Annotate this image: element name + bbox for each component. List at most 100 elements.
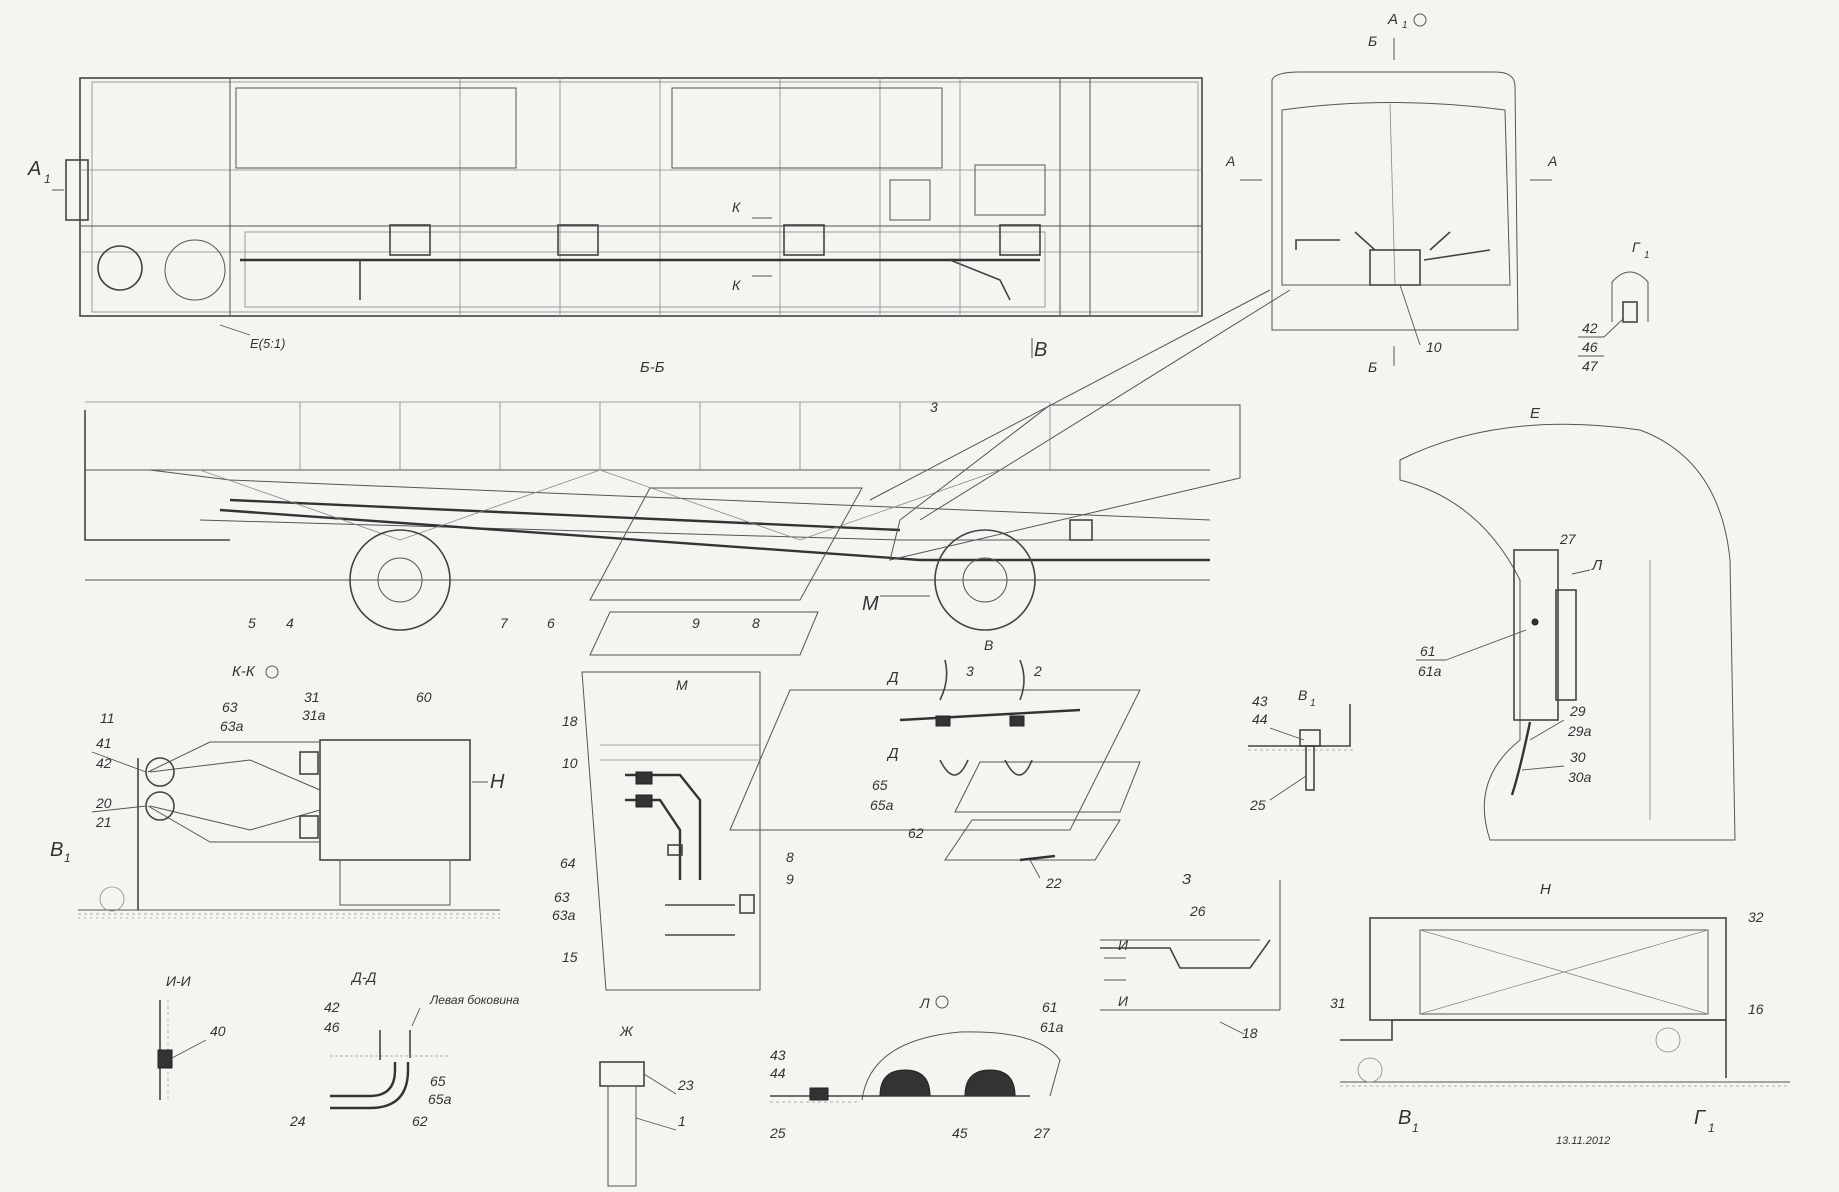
zh-label-1: 1 [678, 1113, 686, 1129]
front-label-10: 10 [1426, 339, 1442, 355]
section-bb-title: Б-Б [640, 359, 665, 376]
projection-lines [869, 289, 1291, 521]
section-ii: И-И 40 [157, 973, 226, 1100]
v1-label-25: 25 [1249, 797, 1266, 813]
l-label-61: 61 [1042, 999, 1058, 1015]
detail-m: М 18 10 64 63 63а 15 8 9 [552, 671, 794, 991]
l-label-27: 27 [1033, 1125, 1051, 1141]
arrow-i-top: И [1118, 937, 1129, 953]
front-view-a1: А 1 Б Б А А 10 [1225, 11, 1557, 375]
dd-label-65: 65 [430, 1073, 446, 1089]
section-dd: Д-Д Левая боковина 42 46 65 65а 24 62 [289, 969, 520, 1129]
view-l-title: Л [919, 995, 930, 1011]
detail-e-label: Е(5:1) [250, 336, 285, 351]
arrow-d-bottom: Д [886, 745, 899, 762]
section-kk: К-К 11 41 42 63 63а 31 31а 60 20 21 Н В … [50, 663, 505, 919]
bb-label-9: 9 [692, 615, 700, 631]
v-label-22: 22 [1045, 875, 1062, 891]
section-bb-view: Б-Б 3 5 4 7 6 9 8 М [84, 359, 1241, 656]
v1-label-44: 44 [1252, 711, 1268, 727]
m-label-15: 15 [562, 949, 578, 965]
kk-callout-b1-sub: 1 [64, 851, 71, 865]
arrow-d-top: Д [886, 669, 899, 686]
kk-label-20: 20 [95, 795, 112, 811]
detail-m-title: М [676, 677, 688, 693]
kk-label-63: 63 [222, 699, 238, 715]
view-g1-title: Г [1632, 239, 1641, 255]
e-label-30: 30 [1570, 749, 1586, 765]
bb-label-8: 8 [752, 615, 760, 631]
arrow-b-label: В [1034, 339, 1047, 361]
view-n-title: Н [1540, 881, 1551, 898]
z-label-26: 26 [1189, 903, 1206, 919]
g1-label-47: 47 [1582, 358, 1599, 374]
kk-label-60: 60 [416, 689, 432, 705]
kk-label-41: 41 [96, 735, 112, 751]
n-label-16: 16 [1748, 1001, 1764, 1017]
view-z: З И И 26 18 [1100, 871, 1281, 1041]
view-l: Л 43 44 61 61а 25 45 27 [769, 995, 1064, 1141]
e-label-61: 61 [1420, 643, 1436, 659]
view-g1: Г 1 42 46 47 [1578, 239, 1650, 374]
n-label-32: 32 [1748, 909, 1764, 925]
bb-label-6: 6 [547, 615, 555, 631]
section-kk-title: К-К [232, 663, 256, 680]
section-k-top-label: К [732, 199, 741, 215]
v-label-2: 2 [1033, 663, 1042, 679]
n-callout-b1-sub: 1 [1412, 1121, 1419, 1135]
kk-label-42: 42 [96, 755, 112, 771]
arrow-l: Л [1591, 557, 1603, 574]
section-b-bottom: Б [1368, 359, 1377, 375]
view-v1-title: В [1298, 687, 1307, 703]
date-stamp: 13.11.2012 [1556, 1135, 1610, 1147]
kk-label-31: 31 [304, 689, 320, 705]
view-v1: В 1 43 44 25 [1248, 687, 1356, 813]
view-zh: Ж 23 1 [599, 1023, 694, 1187]
m-label-63: 63 [554, 889, 570, 905]
arrow-h: Н [490, 771, 505, 793]
front-view-title: А [1387, 11, 1398, 28]
bb-label-5: 5 [248, 615, 256, 631]
zh-label-23: 23 [677, 1077, 694, 1093]
section-ii-title: И-И [166, 973, 192, 989]
m-label-8: 8 [786, 849, 794, 865]
dd-note-left-side: Левая боковина [429, 993, 520, 1007]
m-label-64: 64 [560, 855, 576, 871]
section-dd-title: Д-Д [350, 969, 377, 985]
arrow-a-left: А [1225, 153, 1235, 169]
e-label-30a: 30а [1568, 769, 1592, 785]
n-label-31: 31 [1330, 995, 1346, 1011]
g1-label-42: 42 [1582, 320, 1598, 336]
m-label-63a: 63а [552, 907, 576, 923]
v-label-3: 3 [966, 663, 974, 679]
l-label-61a: 61а [1040, 1019, 1064, 1035]
dd-label-42: 42 [324, 999, 340, 1015]
dd-label-24: 24 [289, 1113, 306, 1129]
detail-m-callout: М [862, 593, 879, 615]
bb-label-3: 3 [930, 399, 938, 415]
m-label-9: 9 [786, 871, 794, 887]
bb-label-4: 4 [286, 615, 294, 631]
m-label-18: 18 [562, 713, 578, 729]
n-callout-g1: Г [1694, 1107, 1707, 1129]
z-label-18: 18 [1242, 1025, 1258, 1041]
l-label-25: 25 [769, 1125, 786, 1141]
bb-label-7: 7 [500, 615, 509, 631]
m-label-10: 10 [562, 755, 578, 771]
view-a1-label: А [27, 158, 41, 180]
g1-label-46: 46 [1582, 339, 1598, 355]
dd-label-62: 62 [412, 1113, 428, 1129]
kk-label-63a: 63а [220, 718, 244, 734]
v-label-65: 65 [872, 777, 888, 793]
view-e-title: Е [1530, 405, 1541, 422]
kk-label-11: 11 [100, 710, 115, 726]
view-a1-sub: 1 [44, 172, 51, 186]
l-label-44: 44 [770, 1065, 786, 1081]
view-v1-title-sub: 1 [1310, 698, 1316, 709]
v-label-62: 62 [908, 825, 924, 841]
arrow-i-bottom: И [1118, 993, 1129, 1009]
kk-callout-b1: В [50, 839, 63, 861]
front-view-title-sub: 1 [1402, 20, 1408, 31]
l-label-45: 45 [952, 1125, 968, 1141]
